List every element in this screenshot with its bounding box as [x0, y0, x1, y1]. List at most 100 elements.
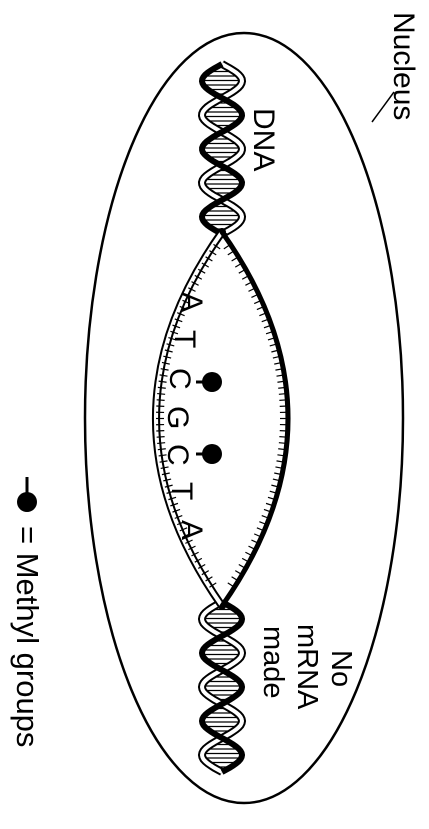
base-stub — [245, 281, 253, 286]
base-stub — [194, 274, 203, 280]
base-stub — [251, 293, 259, 299]
base-stub — [179, 305, 188, 311]
base-stub — [234, 570, 243, 576]
base-stub — [269, 343, 278, 347]
base-stub — [267, 496, 276, 501]
base-stubs-right — [223, 243, 288, 588]
base-stub — [274, 472, 283, 476]
base-stub — [263, 324, 272, 329]
base-stub — [241, 557, 250, 563]
base-stub — [157, 448, 166, 451]
base-stub — [265, 502, 274, 507]
base-letter-1: A — [175, 292, 208, 312]
base-stub — [163, 478, 172, 482]
base-stub — [172, 508, 181, 513]
base-stub — [176, 521, 185, 526]
base-stub — [161, 472, 170, 476]
base-stub — [272, 355, 281, 359]
base-stub — [238, 563, 247, 569]
legend-label: = Methyl groups — [10, 526, 45, 747]
base-stub — [191, 281, 199, 286]
base-stub — [259, 521, 268, 526]
base-stub — [272, 478, 281, 482]
base-stub — [267, 336, 276, 341]
base-stub — [157, 386, 166, 389]
base-stub — [279, 436, 288, 438]
nucleus-pointer-line — [371, 91, 395, 123]
base-stub — [277, 380, 286, 383]
base-stub — [191, 551, 199, 557]
helix-strand-b-inner — [199, 62, 245, 238]
base-letter-2: T — [168, 330, 201, 348]
base-stub — [248, 287, 256, 292]
base-stub — [172, 324, 181, 329]
base-stub — [275, 368, 284, 371]
base-stub — [159, 374, 168, 377]
base-stub — [259, 312, 268, 317]
base-letter-7: A — [175, 520, 208, 540]
base-stub — [245, 551, 253, 557]
nucleus-label: Nucleus — [387, 12, 420, 120]
base-stub — [161, 361, 170, 365]
base-stub — [182, 299, 191, 305]
base-stub — [238, 268, 247, 274]
base-stub — [168, 336, 177, 341]
base-stub — [160, 368, 169, 371]
base-stub — [205, 256, 213, 262]
base-stub — [197, 563, 206, 569]
base-stub — [213, 243, 221, 250]
base-stub — [188, 545, 196, 551]
base-stub — [209, 582, 217, 588]
base-stub — [174, 318, 183, 323]
dna-helix-top — [197, 60, 247, 240]
base-stub — [241, 274, 250, 280]
base-stub — [274, 361, 283, 365]
no-mrna-line-1: No — [325, 650, 357, 687]
nucleus-membrane — [83, 31, 405, 805]
base-stub — [223, 243, 231, 250]
base-stub — [166, 490, 175, 494]
base-stub — [253, 299, 262, 305]
base-stub — [185, 293, 193, 299]
helix-strand-b-inner — [199, 600, 245, 774]
base-stub — [156, 436, 165, 438]
base-letter-6: T — [165, 482, 198, 500]
base-stub — [188, 287, 196, 292]
base-stub — [157, 442, 166, 445]
base-letter-5: C — [161, 444, 194, 466]
base-stub — [166, 343, 175, 347]
legend-methyl-icon — [17, 492, 37, 512]
base-stub — [176, 312, 185, 317]
helix-strand-a — [198, 599, 246, 775]
unwound-dna-bubble — [152, 228, 291, 610]
base-stub — [278, 442, 287, 445]
base-stub — [159, 460, 168, 463]
base-stub — [276, 374, 285, 377]
base-stub — [256, 305, 265, 311]
base-stub — [197, 268, 206, 274]
base-stub — [261, 318, 270, 323]
base-stub — [271, 349, 280, 353]
no-mrna-line-2: mRNA — [291, 624, 323, 710]
base-stub — [275, 466, 284, 469]
base-stub — [164, 484, 173, 488]
base-stub — [251, 539, 259, 544]
base-stub — [269, 490, 278, 494]
base-stub — [170, 330, 179, 335]
methyl-group — [202, 372, 222, 392]
base-stub — [253, 533, 262, 538]
base-stub — [205, 576, 213, 582]
base-stub — [234, 262, 243, 268]
base-stub — [278, 448, 287, 451]
base-stub — [278, 386, 287, 389]
base-stub — [231, 256, 239, 262]
base-stub — [271, 484, 280, 488]
base-stub — [160, 466, 169, 469]
base-stub — [201, 262, 210, 268]
base-stub — [182, 533, 191, 538]
helix-strand-a — [198, 61, 246, 239]
base-letter-4: G — [161, 406, 194, 429]
base-stub — [209, 250, 217, 256]
